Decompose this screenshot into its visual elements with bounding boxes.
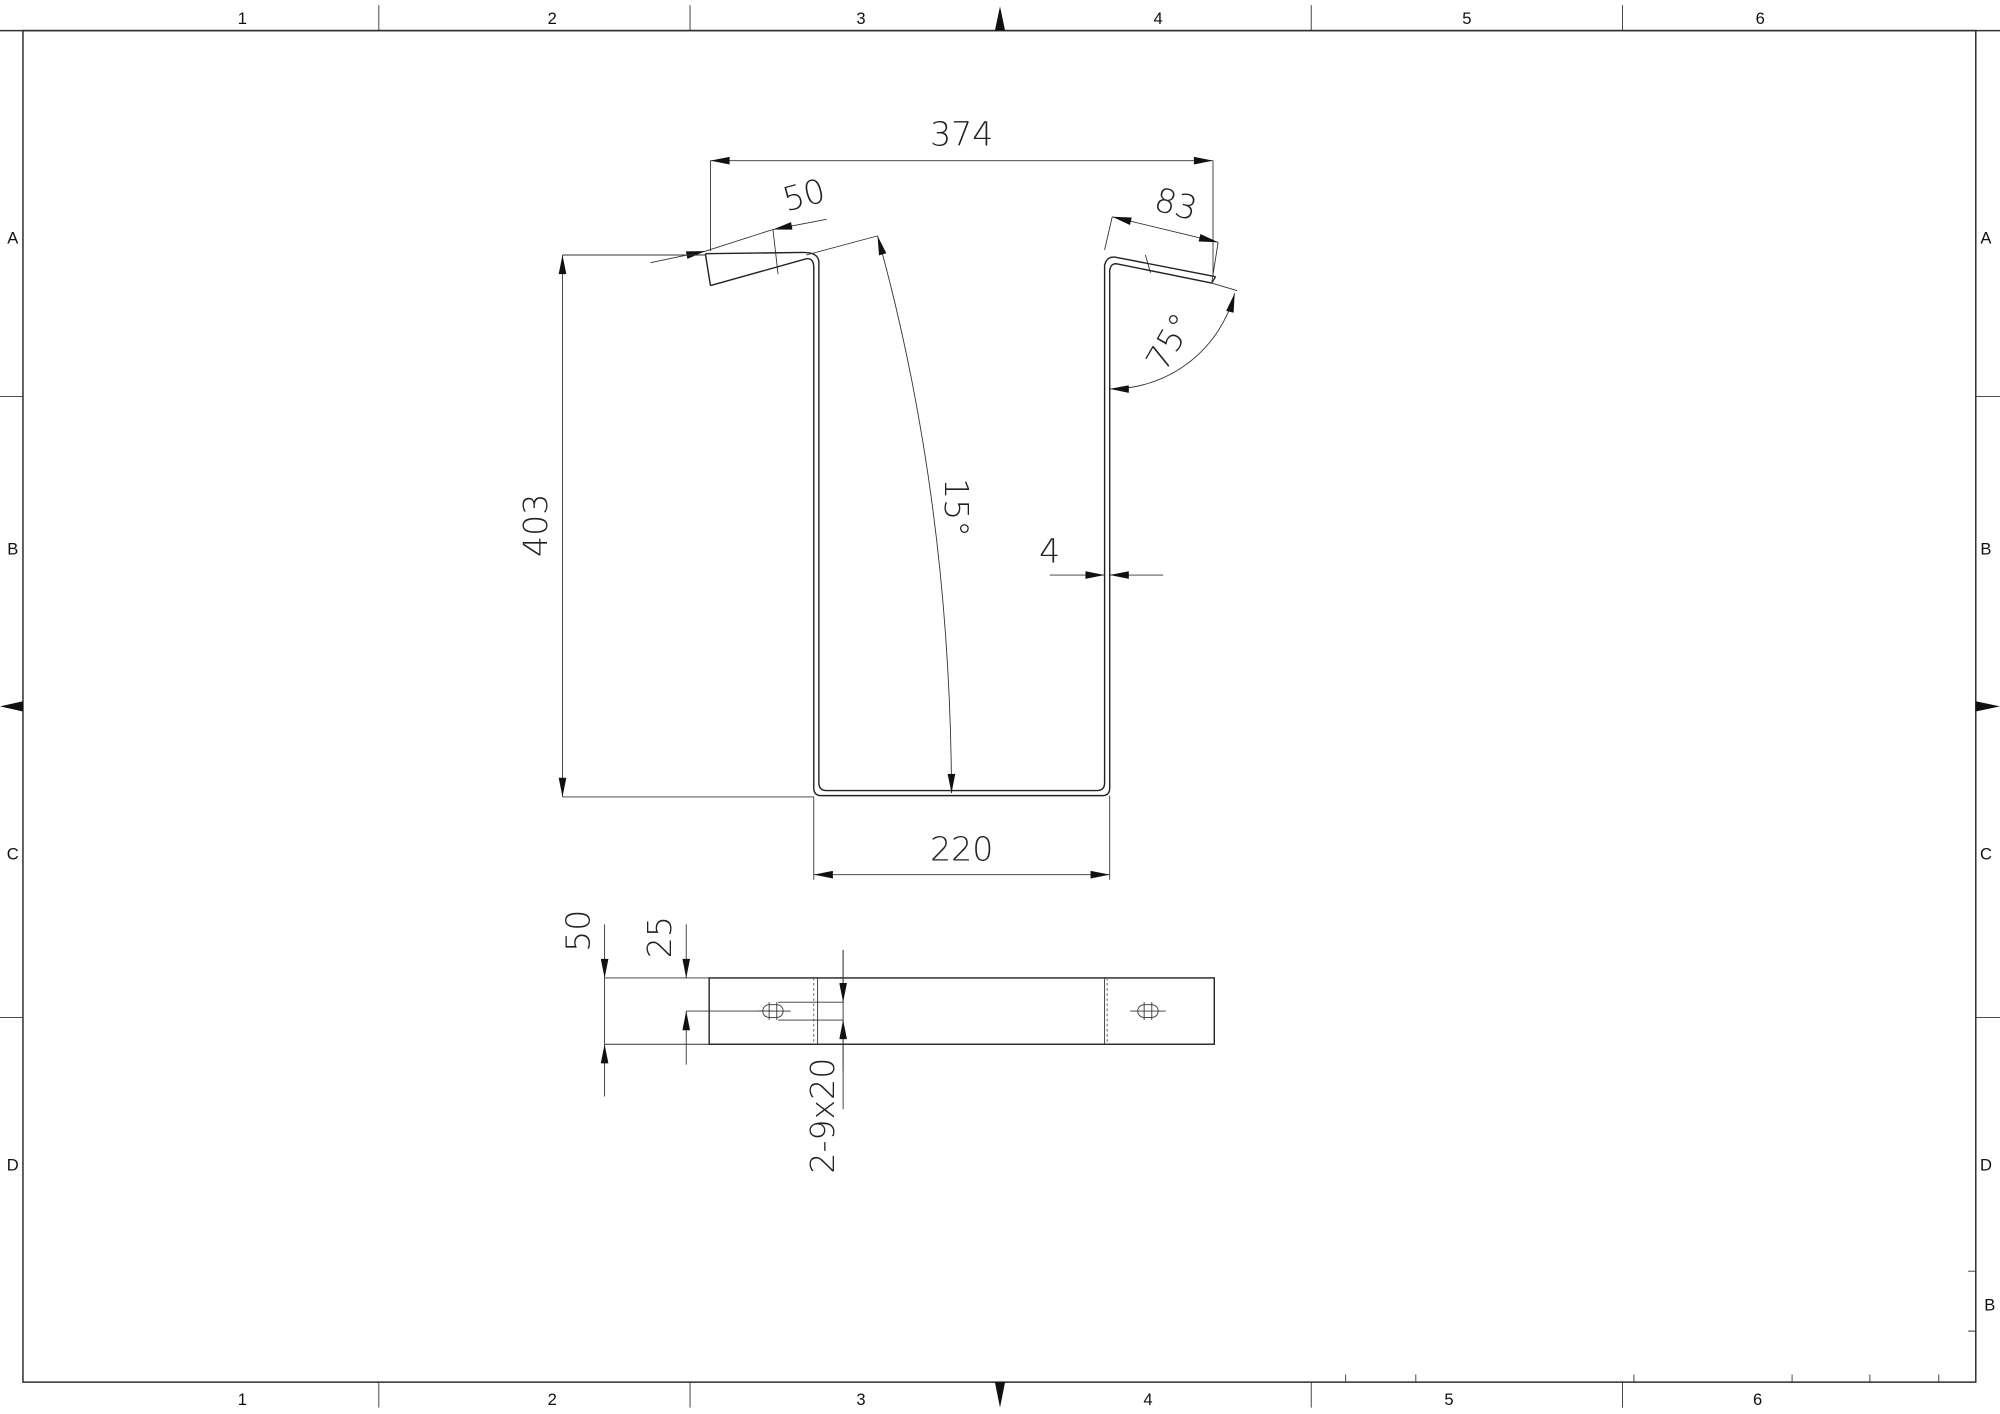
- bracket-profile: [704, 251, 1217, 797]
- dim-height: 403: [516, 494, 555, 557]
- zone-labels: 1 2 3 4 5 6 1 2 3 4 5 6 A B C D A B C D …: [7, 9, 1996, 1409]
- col-label: 1: [238, 9, 247, 28]
- col-label: 1: [238, 1390, 247, 1409]
- dimensions-front: 374 50 83 75° 403 15° 4 220: [516, 114, 1238, 880]
- col-label: 2: [548, 9, 557, 28]
- col-label: 3: [856, 9, 865, 28]
- row-label: B: [7, 540, 18, 559]
- col-label: 6: [1756, 9, 1765, 28]
- dim-right-flange: 83: [1151, 180, 1202, 229]
- row-label: A: [7, 229, 19, 248]
- row-label: A: [1980, 229, 1992, 248]
- row-label: D: [1980, 1155, 1992, 1174]
- row-label: D: [7, 1155, 19, 1174]
- row-label: C: [7, 844, 19, 863]
- row-label: C: [1980, 844, 1992, 863]
- col-label: 5: [1462, 9, 1471, 28]
- dim-slot-offset: 25: [640, 916, 679, 958]
- dim-lip-angle: 15°: [937, 478, 976, 537]
- dim-overall-width: 374: [930, 114, 993, 153]
- dim-thickness: 4: [1039, 531, 1060, 570]
- col-label: 2: [548, 1390, 557, 1409]
- dim-slot-spec: 2-9x20: [803, 1058, 842, 1174]
- col-label: 3: [856, 1390, 865, 1409]
- col-label: 4: [1143, 1390, 1152, 1409]
- dim-strip-width: 50: [558, 910, 597, 952]
- row-label: B: [1980, 540, 1991, 559]
- flat-view: [708, 977, 1215, 1045]
- col-label: 6: [1753, 1390, 1762, 1409]
- title-block-fragment: B: [1984, 1296, 1995, 1315]
- col-label: 4: [1154, 9, 1163, 28]
- dimensions-flat: 50 25 2-9x20: [558, 910, 847, 1174]
- col-label: 5: [1444, 1390, 1453, 1409]
- slot-hole-right: [1130, 1002, 1166, 1021]
- dim-flange-angle: 75°: [1138, 307, 1201, 377]
- dim-bottom-width: 220: [930, 830, 993, 869]
- drawing-frame: [0, 5, 2000, 1408]
- dim-left-flange: 50: [778, 171, 829, 220]
